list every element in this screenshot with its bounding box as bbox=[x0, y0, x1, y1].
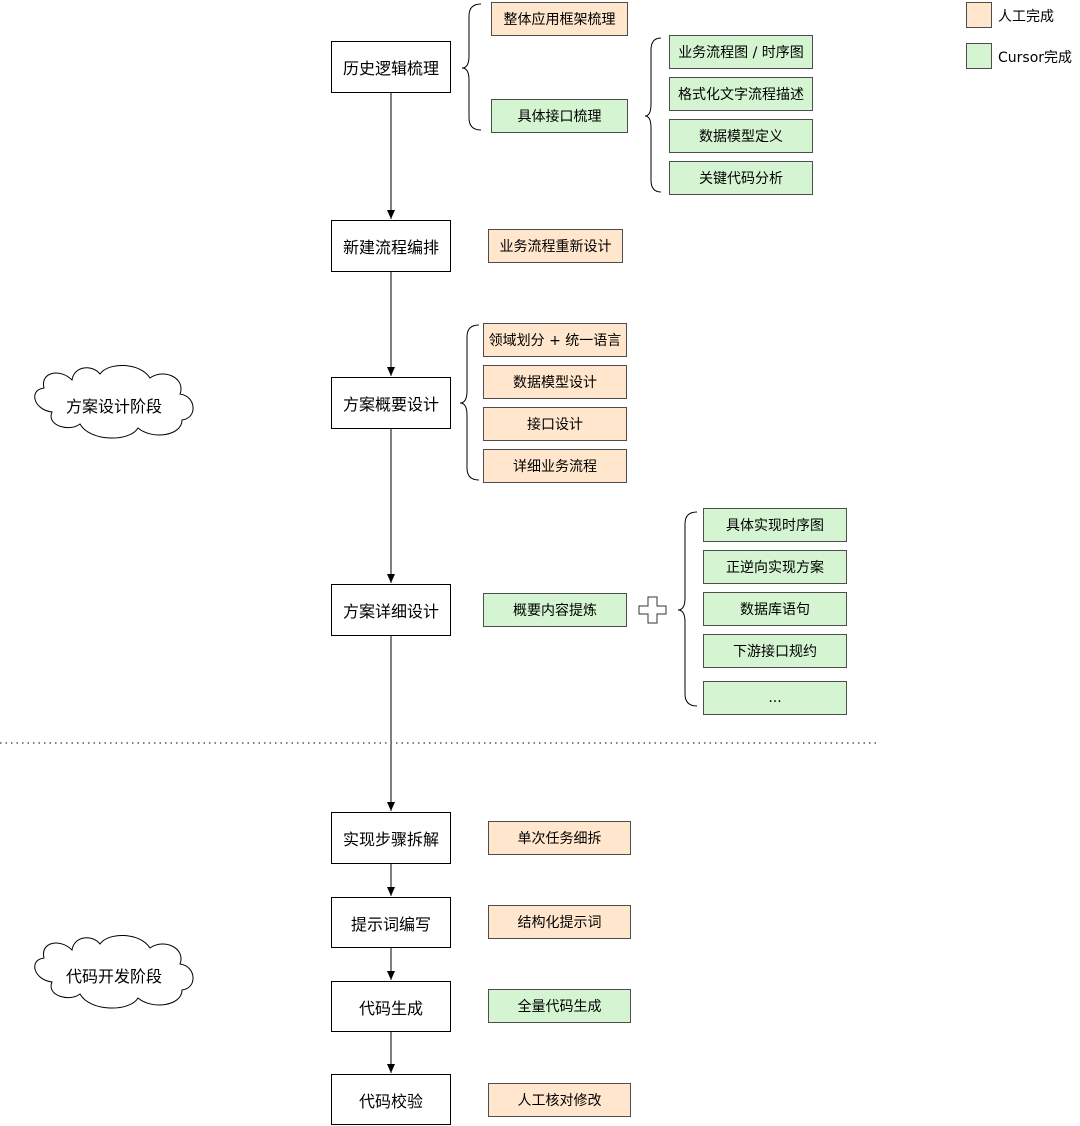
cloud-dev-shape bbox=[34, 934, 194, 1009]
cloud-design-shape bbox=[34, 364, 194, 439]
legend-manual-label: 人工完成 bbox=[998, 9, 1054, 25]
task-framework: 整体应用框架梳理 bbox=[491, 2, 628, 36]
brace-detail bbox=[677, 511, 698, 707]
task-review: 人工核对修改 bbox=[488, 1083, 631, 1117]
task-structured: 结构化提示词 bbox=[488, 905, 631, 939]
brace-overview bbox=[459, 324, 480, 481]
stage-steps: 实现步骤拆解 bbox=[331, 812, 451, 864]
task-api-design: 接口设计 bbox=[483, 407, 627, 441]
brace-history bbox=[461, 3, 482, 131]
task-redesign: 业务流程重新设计 bbox=[488, 229, 623, 263]
task-seq-chart: 具体实现时序图 bbox=[703, 508, 847, 542]
plus-icon bbox=[638, 596, 667, 624]
cloud-design-label: 方案设计阶段 bbox=[65, 397, 162, 416]
task-flow-chart: 业务流程图 / 时序图 bbox=[669, 35, 813, 69]
legend-cursor-swatch bbox=[966, 43, 992, 69]
task-key-code: 关键代码分析 bbox=[669, 161, 813, 195]
task-model-def: 数据模型定义 bbox=[669, 119, 813, 153]
legend-manual-swatch bbox=[966, 2, 992, 28]
cloud-dev-label: 代码开发阶段 bbox=[65, 967, 162, 986]
task-extract: 概要内容提炼 bbox=[483, 593, 627, 627]
task-ellipsis: ... bbox=[703, 681, 847, 715]
task-domain: 领域划分 + 统一语言 bbox=[483, 323, 627, 357]
task-split: 单次任务细拆 bbox=[488, 821, 631, 855]
stage-new-flow: 新建流程编排 bbox=[331, 220, 451, 272]
task-full-gen: 全量代码生成 bbox=[488, 989, 631, 1023]
task-biz-flow: 详细业务流程 bbox=[483, 449, 627, 483]
task-fwd-rev: 正逆向实现方案 bbox=[703, 550, 847, 584]
task-api-review: 具体接口梳理 bbox=[491, 99, 628, 133]
brace-api-review bbox=[644, 37, 662, 193]
stage-overview: 方案概要设计 bbox=[331, 377, 451, 429]
stage-detail: 方案详细设计 bbox=[331, 584, 451, 636]
stage-verify: 代码校验 bbox=[331, 1074, 451, 1125]
stage-history: 历史逻辑梳理 bbox=[331, 41, 451, 93]
task-downstream: 下游接口规约 bbox=[703, 634, 847, 668]
task-model-design: 数据模型设计 bbox=[483, 365, 627, 399]
legend-cursor-label: Cursor完成 bbox=[998, 50, 1073, 66]
task-db-stmt: 数据库语句 bbox=[703, 592, 847, 626]
stage-prompt: 提示词编写 bbox=[331, 897, 451, 948]
stage-codegen: 代码生成 bbox=[331, 981, 451, 1032]
task-text-flow: 格式化文字流程描述 bbox=[669, 77, 813, 111]
